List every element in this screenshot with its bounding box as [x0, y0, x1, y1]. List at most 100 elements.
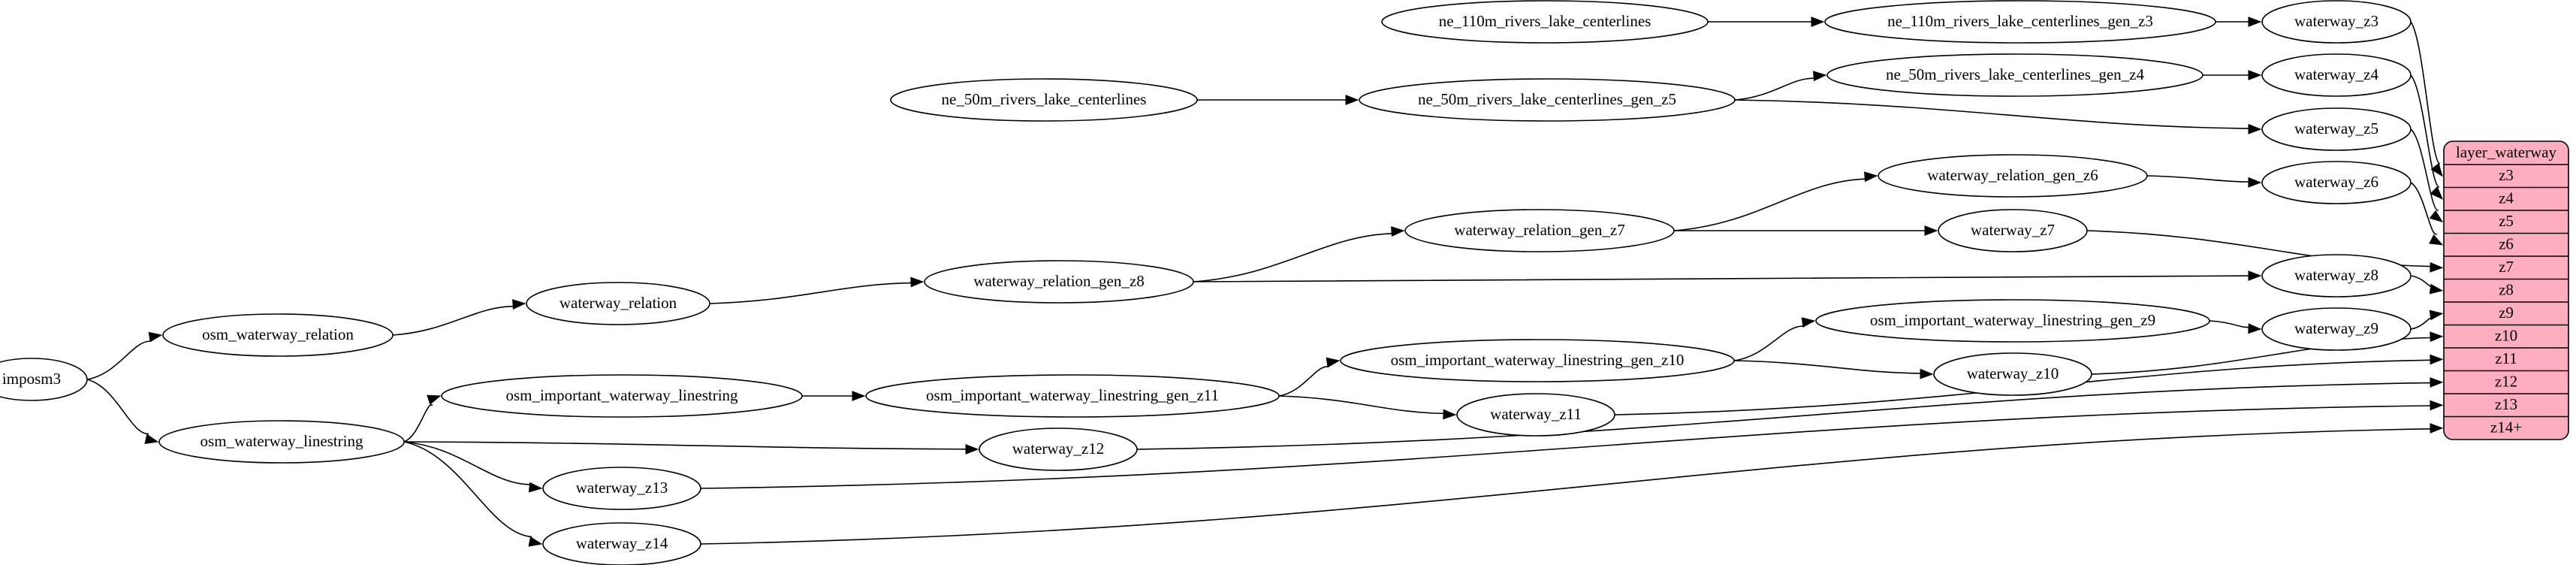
edge-arrowhead: [148, 331, 163, 343]
edge-osm_important_waterway_linestring_gen_z9--to--waterway_z9: [2209, 320, 2262, 334]
edge-arrowhead: [2429, 210, 2444, 223]
node-ellipse: [0, 358, 88, 401]
edge-ne_110m_rivers_lake_centerlines_gen_z3--to--waterway_z3: [2216, 17, 2262, 27]
node-waterway_z11[interactable]: waterway_z11: [1456, 393, 1615, 437]
node-ellipse: [1340, 339, 1735, 382]
node-waterway_relation[interactable]: waterway_relation: [526, 282, 710, 325]
edge-arrowhead: [2430, 423, 2444, 434]
edge-path: [403, 404, 433, 443]
edge-waterway_z14--to--layer_waterway_z14_: [700, 423, 2444, 545]
node-osm_waterway_linestring[interactable]: osm_waterway_linestring: [158, 420, 405, 464]
legend-row-z9[interactable]: z9: [2499, 304, 2514, 322]
edge-path: [403, 441, 532, 538]
node-waterway_z3[interactable]: waterway_z3: [2261, 0, 2412, 44]
edge-path: [2410, 275, 2433, 287]
node-waterway_z12[interactable]: waterway_z12: [979, 428, 1138, 471]
node-osm_important_waterway_linestring_gen_z9[interactable]: osm_important_waterway_linestring_gen_z9: [1815, 299, 2210, 343]
edge-ne_50m_rivers_lake_centerlines--to--ne_50m_rivers_lake_centerlines_gen_z5: [1197, 95, 1359, 105]
node-waterway_z14[interactable]: waterway_z14: [542, 522, 701, 565]
edge-waterway_relation_gen_z7--to--waterway_relation_gen_z6: [1673, 171, 1878, 231]
edge-ne_50m_rivers_lake_centerlines_gen_z5--to--waterway_z5: [1734, 99, 2262, 134]
node-ne_50m_rivers_lake_centerlines_gen_z5[interactable]: ne_50m_rivers_lake_centerlines_gen_z5: [1359, 78, 1736, 122]
edge-path: [1193, 275, 2249, 282]
legend-row-z10[interactable]: z10: [2495, 327, 2517, 345]
edge-arrowhead: [1326, 357, 1341, 368]
legend-layer_waterway[interactable]: layer_waterwayz3z4z5z6z7z8z9z10z11z12z13…: [2443, 140, 2569, 440]
legend-row-z8[interactable]: z8: [2499, 281, 2514, 299]
node-ellipse: [1404, 209, 1675, 252]
edge-osm_important_waterway_linestring_gen_z11--to--osm_important_waterway_linestring_gen_z10: [1278, 357, 1341, 397]
edge-ne_50m_rivers_lake_centerlines_gen_z4--to--waterway_z4: [2203, 70, 2262, 80]
edge-arrowhead: [852, 391, 866, 401]
node-label: osm_important_waterway_linestring_gen_z9: [1870, 311, 2155, 329]
node-ne_50m_rivers_lake_centerlines_gen_z4[interactable]: ne_50m_rivers_lake_centerlines_gen_z4: [1826, 53, 2203, 97]
node-label: ne_50m_rivers_lake_centerlines: [942, 90, 1147, 108]
edge-waterway_z6--to--layer_waterway_z6: [2410, 182, 2444, 246]
edge-arrowhead: [965, 443, 979, 455]
node-label: ne_50m_rivers_lake_centerlines_gen_z5: [1418, 90, 1676, 108]
node-osm_waterway_relation[interactable]: osm_waterway_relation: [162, 313, 394, 357]
node-ne_50m_rivers_lake_centerlines[interactable]: ne_50m_rivers_lake_centerlines: [890, 78, 1198, 122]
node-label: waterway_relation_gen_z8: [973, 272, 1144, 290]
edge-waterway_z12--to--layer_waterway_z12: [1136, 377, 2444, 450]
node-osm_important_waterway_linestring_gen_z11[interactable]: osm_important_waterway_linestring_gen_z1…: [865, 374, 1280, 418]
edge-arrowhead: [2430, 377, 2444, 388]
edge-ne_50m_rivers_lake_centerlines_gen_z5--to--ne_50m_rivers_lake_centerlines_gen_z4: [1734, 71, 1827, 101]
node-ellipse: [1456, 393, 1615, 437]
legend-row-z12[interactable]: z12: [2495, 373, 2517, 391]
node-waterway_relation_gen_z6[interactable]: waterway_relation_gen_z6: [1878, 154, 2148, 198]
node-waterway_relation_gen_z8[interactable]: waterway_relation_gen_z8: [924, 260, 1194, 304]
edge-arrowhead: [1345, 95, 1359, 105]
node-label: waterway_z12: [1012, 440, 1104, 458]
edge-path: [1136, 382, 2431, 450]
node-waterway_z8[interactable]: waterway_z8: [2261, 254, 2412, 298]
node-osm_important_waterway_linestring[interactable]: osm_important_waterway_linestring: [441, 374, 803, 418]
legend-row-z4[interactable]: z4: [2499, 189, 2514, 207]
node-waterway_z10[interactable]: waterway_z10: [1933, 352, 2092, 396]
node-ne_110m_rivers_lake_centerlines_gen_z3[interactable]: ne_110m_rivers_lake_centerlines_gen_z3: [1824, 0, 2216, 44]
edge-path: [1278, 395, 1444, 415]
node-waterway_z9[interactable]: waterway_z9: [2261, 307, 2412, 351]
node-waterway_z6[interactable]: waterway_z6: [2261, 161, 2412, 204]
node-waterway_z13[interactable]: waterway_z13: [542, 467, 701, 510]
node-label: waterway_z11: [1490, 405, 1582, 423]
edge-arrowhead: [2429, 283, 2444, 295]
node-waterway_z4[interactable]: waterway_z4: [2261, 53, 2412, 97]
node-waterway_z5[interactable]: waterway_z5: [2261, 107, 2412, 151]
legend-row-z14+[interactable]: z14+: [2490, 418, 2522, 437]
edge-arrowhead: [1864, 171, 1878, 183]
legend-row-z7[interactable]: z7: [2499, 258, 2514, 276]
legend-row-z13[interactable]: z13: [2495, 395, 2517, 413]
edge-path: [709, 282, 912, 304]
edge-osm_waterway_linestring--to--waterway_z13: [403, 441, 543, 493]
node-label: osm_important_waterway_linestring_gen_z1…: [1391, 351, 1685, 369]
node-label: waterway_z14: [576, 534, 668, 552]
edge-osm_important_waterway_linestring_gen_z10--to--osm_important_waterway_linestring_gen_z9: [1733, 317, 1816, 361]
edge-path: [2410, 74, 2440, 188]
edge-osm_waterway_linestring--to--waterway_z14: [403, 441, 543, 547]
edge-waterway_z3--to--layer_waterway_z3: [2410, 21, 2443, 177]
legend-row-z5[interactable]: z5: [2499, 212, 2514, 230]
edge-path: [2209, 320, 2249, 328]
edge-path: [1193, 233, 1392, 282]
node-osm_important_waterway_linestring_gen_z10[interactable]: osm_important_waterway_linestring_gen_z1…: [1340, 339, 1735, 382]
edge-osm_important_waterway_linestring_gen_z10--to--waterway_z10: [1733, 360, 1934, 379]
edge-arrowhead: [2248, 123, 2262, 134]
node-waterway_relation_gen_z7[interactable]: waterway_relation_gen_z7: [1404, 209, 1675, 252]
node-ellipse: [441, 374, 803, 418]
edge-arrowhead: [2430, 331, 2444, 343]
node-label: waterway_z10: [1967, 364, 2059, 382]
node-waterway_z7[interactable]: waterway_z7: [1938, 209, 2088, 252]
edge-waterway_z8--to--layer_waterway_z8: [2410, 275, 2444, 295]
node-imposm3[interactable]: imposm3: [0, 358, 88, 401]
edge-osm_waterway_relation--to--waterway_relation: [392, 299, 526, 336]
node-ellipse: [1878, 154, 2148, 198]
node-ne_110m_rivers_lake_centerlines[interactable]: ne_110m_rivers_lake_centerlines: [1381, 0, 1709, 44]
edge-arrowhead: [1801, 317, 1816, 328]
legend-row-z3[interactable]: z3: [2499, 166, 2514, 184]
legend-row-z11[interactable]: z11: [2495, 349, 2517, 367]
legend-row-z6[interactable]: z6: [2499, 235, 2514, 253]
node-ellipse: [1359, 78, 1736, 122]
node-label: waterway_z6: [2294, 173, 2378, 191]
edge-arrowhead: [528, 536, 543, 547]
